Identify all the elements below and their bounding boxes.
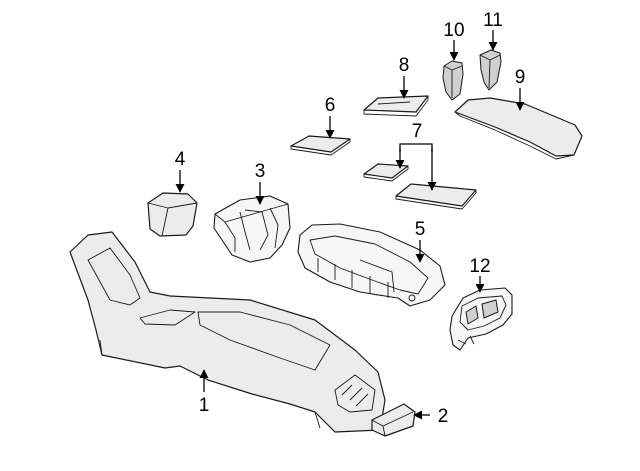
callout-11: 11 bbox=[483, 10, 503, 31]
part-8-pad bbox=[363, 95, 429, 117]
part-2-cover bbox=[371, 403, 416, 437]
callout-4: 4 bbox=[175, 149, 186, 170]
callout-5: 5 bbox=[415, 219, 426, 240]
part-9-trim bbox=[454, 97, 583, 160]
part-7a-mat bbox=[363, 163, 409, 182]
callout-9: 9 bbox=[515, 67, 526, 88]
callout-1: 1 bbox=[199, 395, 210, 416]
part-7b-mat bbox=[395, 183, 477, 210]
callout-3: 3 bbox=[255, 161, 266, 182]
callout-10: 10 bbox=[443, 20, 464, 41]
part-11-clip bbox=[479, 49, 502, 91]
callout-7: 7 bbox=[412, 121, 423, 142]
callout-8: 8 bbox=[399, 55, 410, 76]
leader-lines bbox=[175, 30, 525, 420]
part-12-switch-panel bbox=[449, 287, 513, 351]
part-6-mat bbox=[290, 135, 351, 156]
part-5-armrest bbox=[297, 223, 446, 307]
part-4-insert bbox=[147, 192, 198, 237]
part-3-bracket bbox=[213, 195, 291, 263]
part-10-clip bbox=[442, 60, 464, 101]
callout-labels: 1 2 3 4 5 6 7 8 9 10 11 12 bbox=[175, 10, 526, 427]
callout-12: 12 bbox=[469, 256, 490, 277]
callout-6: 6 bbox=[325, 95, 336, 116]
callout-2: 2 bbox=[438, 406, 449, 427]
leader-7-bracket bbox=[399, 143, 433, 152]
